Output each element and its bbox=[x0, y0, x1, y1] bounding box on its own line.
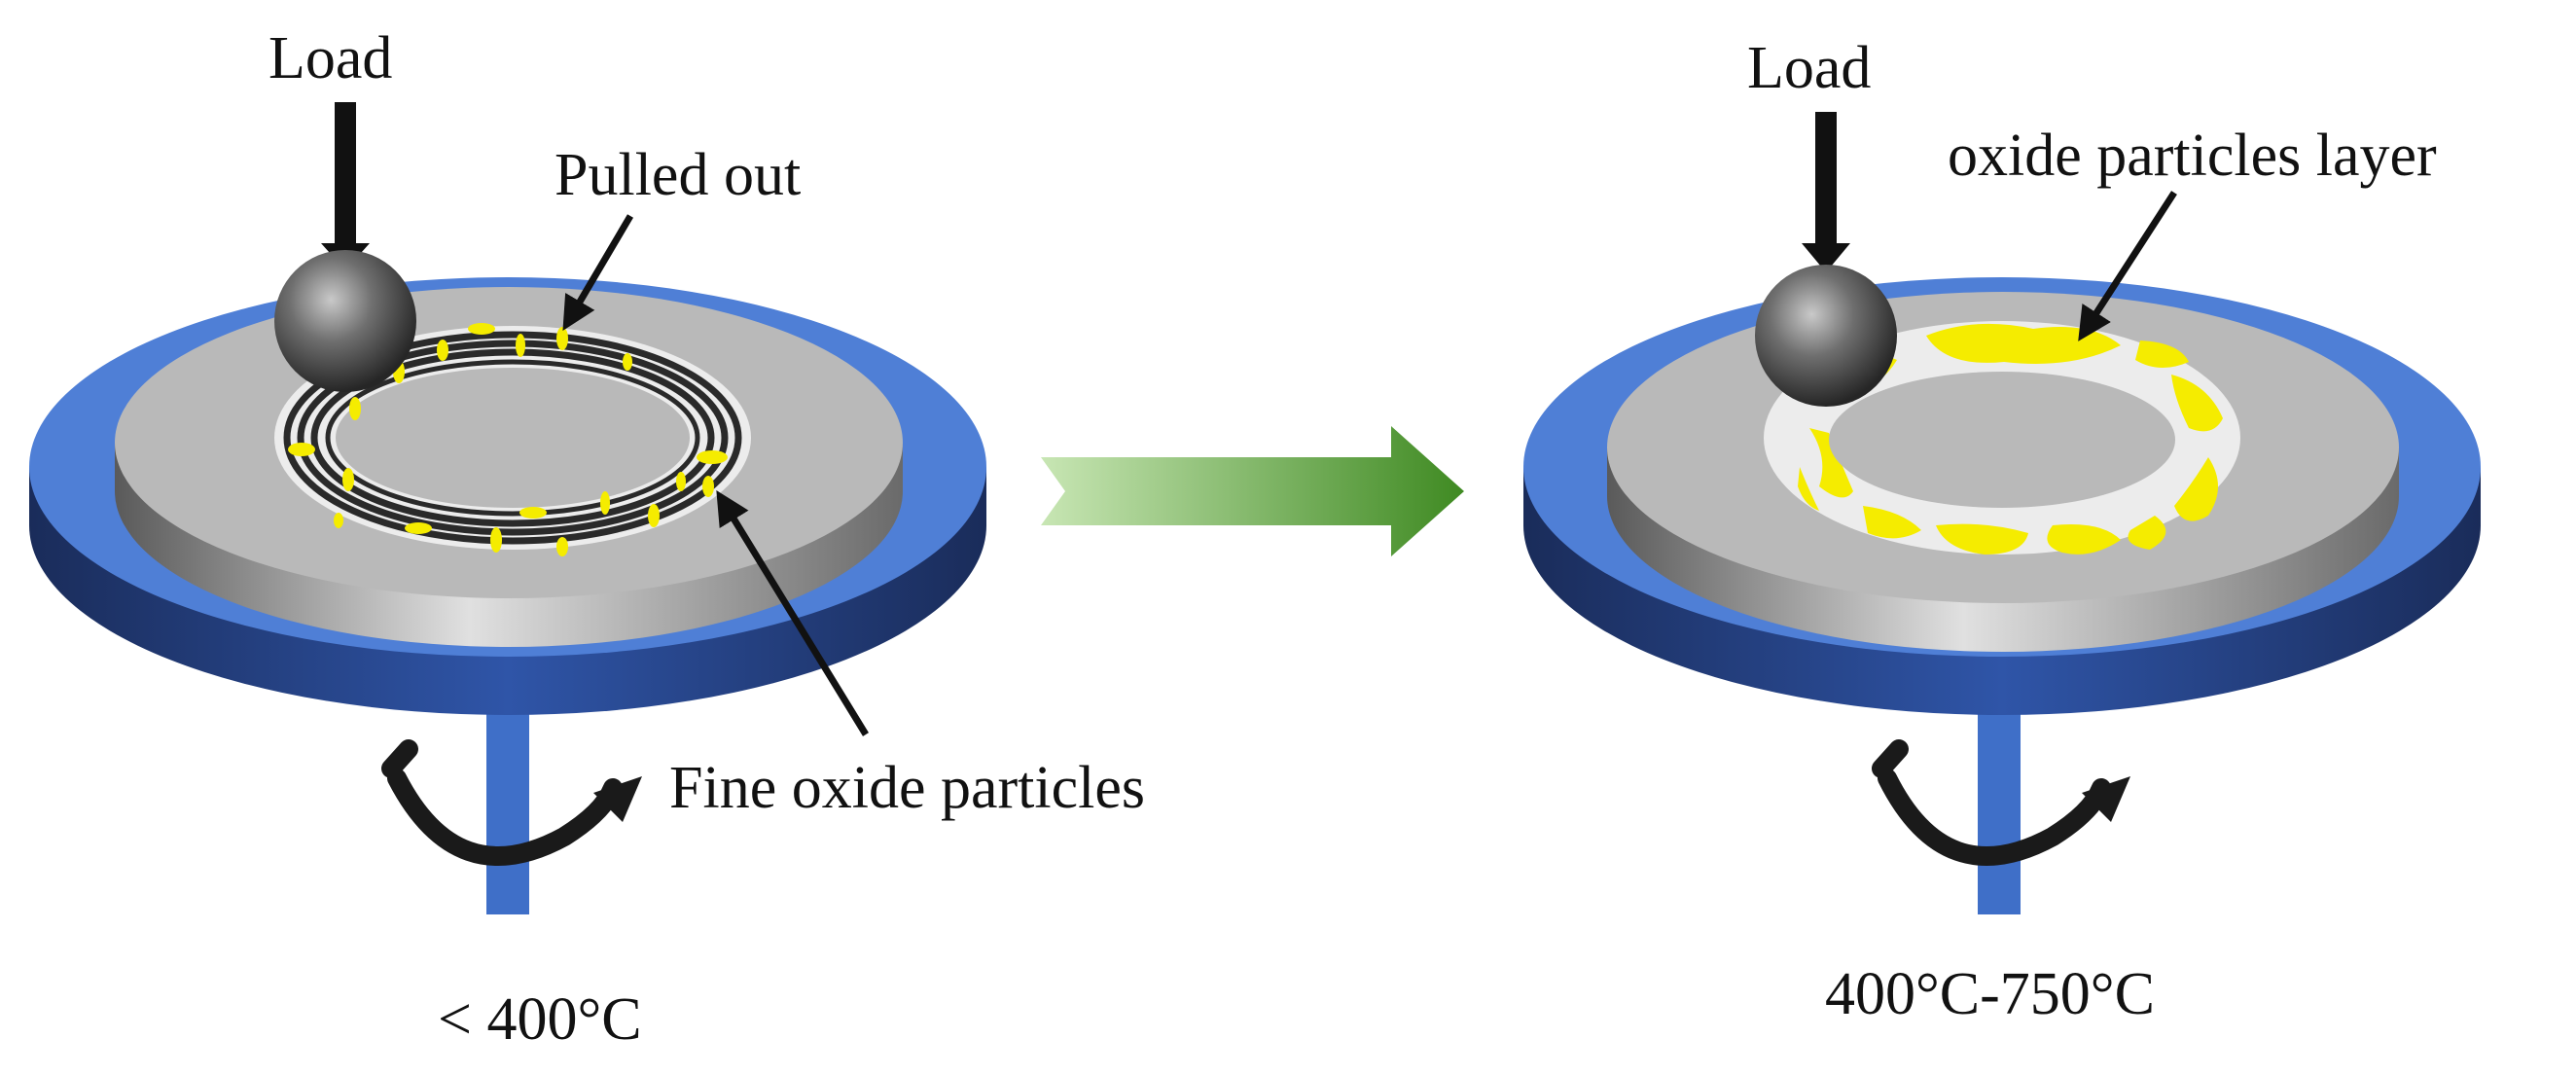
right-oxide-particles-layer bbox=[1798, 323, 2223, 555]
left-particles-pointer bbox=[716, 490, 869, 736]
right-steel-ball-icon bbox=[1755, 265, 1897, 407]
right-load-arrowhead bbox=[1802, 243, 1850, 272]
right-load-label: Load bbox=[1747, 35, 1871, 101]
right-shaft bbox=[1978, 681, 2021, 914]
left-shaft bbox=[486, 681, 529, 914]
left-fine-oxide-particles bbox=[288, 323, 728, 556]
fine-oxide-particles-label: Fine oxide particles bbox=[669, 755, 1145, 821]
right-track-inner bbox=[1829, 372, 2175, 508]
left-panel: Load Pulled out Fine oxide particles < 4… bbox=[29, 25, 1145, 1053]
left-rotation-arrow-icon bbox=[381, 739, 642, 866]
left-load-label: Load bbox=[268, 25, 392, 91]
right-load-shaft bbox=[1815, 112, 1837, 248]
left-pulled-out-pointer bbox=[562, 214, 634, 332]
transition-right-arrow-icon bbox=[1041, 426, 1464, 556]
left-temperature-label: < 400°C bbox=[438, 986, 642, 1053]
left-steel-ball-icon bbox=[274, 250, 416, 392]
pulled-out-label: Pulled out bbox=[555, 142, 801, 208]
left-wear-track bbox=[274, 326, 751, 550]
right-panel: Load oxide particles layer 400°C-750°C bbox=[1523, 35, 2481, 1027]
right-temperature-label: 400°C-750°C bbox=[1825, 961, 2155, 1027]
oxide-particles-layer-label: oxide particles layer bbox=[1948, 123, 2437, 189]
right-rotation-arrow-icon bbox=[1872, 739, 2130, 866]
left-load-shaft bbox=[335, 102, 356, 248]
right-layer-pointer bbox=[2078, 191, 2177, 341]
